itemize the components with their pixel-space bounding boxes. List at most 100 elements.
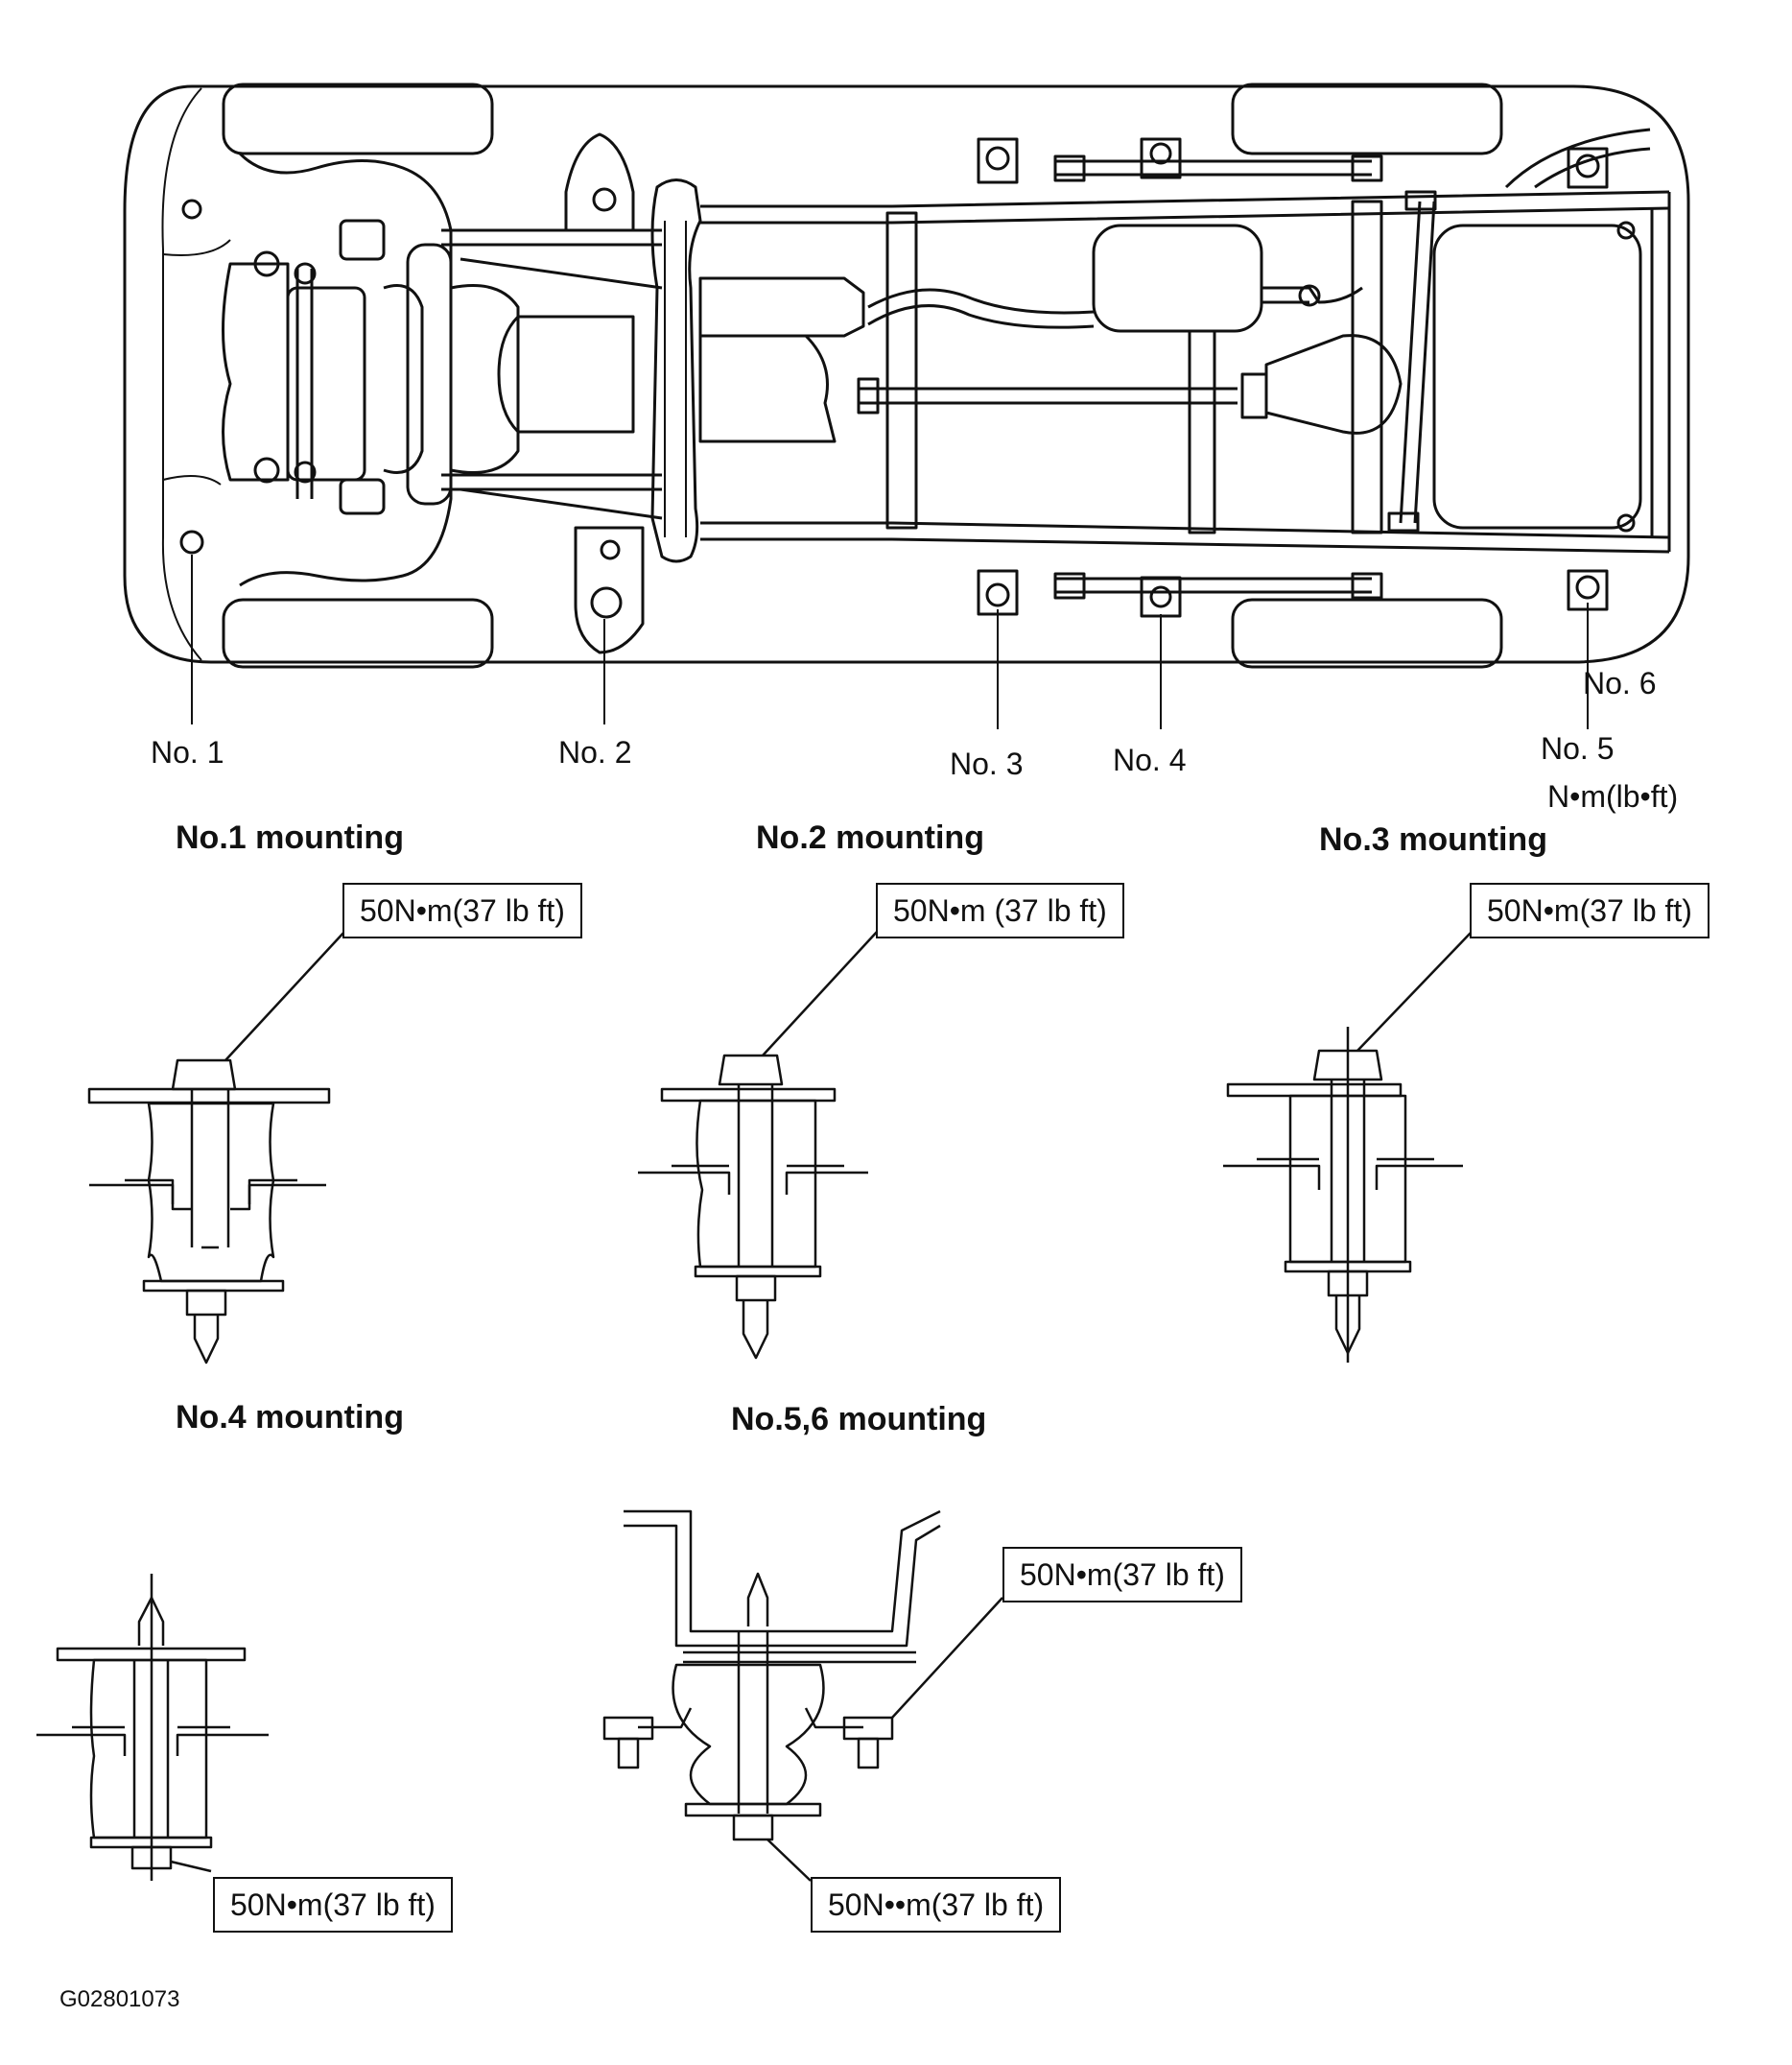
no56-mounting-title: No.5,6 mounting: [731, 1401, 987, 1437]
no3-mount-pad-top: [977, 137, 1019, 184]
no4-bolt-shaft: [132, 1660, 170, 1838]
no3-bolt-head: [1312, 1049, 1383, 1081]
rear-differential: [1264, 334, 1403, 435]
no56-lower-torque-spec: 50N••m(37 lb ft): [811, 1877, 1062, 1933]
no1-retainer: [125, 1178, 297, 1204]
no56-lower-torque-leader: [766, 1839, 812, 1882]
callout-no6: No. 6: [1583, 666, 1657, 700]
no2-mounting-title: No.2 mounting: [756, 819, 984, 856]
front-suspension-contour: [238, 152, 453, 587]
propeller-joint-rear: [1240, 372, 1268, 419]
front-link-joint-lower: [253, 457, 280, 484]
front-subframe-left: [222, 262, 290, 482]
no56-upper-plate: [683, 1650, 916, 1664]
side-rail-end-upper: [1053, 154, 1086, 182]
engine-block: [497, 315, 635, 434]
no2-mount-hole: [590, 586, 623, 619]
rear-frame-end: [1650, 192, 1671, 552]
no2-bottom-plate: [694, 1265, 822, 1278]
side-rail-lower: [1055, 577, 1372, 594]
no56-bolt-shaft: [737, 1631, 769, 1814]
no3-torque-spec: 50N•m(37 lb ft): [1470, 883, 1709, 938]
propeller-shaft: [859, 387, 1238, 405]
no1-mounting-title: No.1 mounting: [176, 819, 404, 856]
no1-lower-plate: [89, 1183, 326, 1211]
body-inner-line: [161, 87, 202, 661]
front-exhaust-pipe: [867, 288, 1095, 315]
callout-no4: No. 4: [1113, 743, 1187, 777]
front-link-joint-upper-2: [294, 262, 317, 285]
no5-mount-pad-top: [1567, 147, 1609, 189]
no56-mount-drawing: [602, 1509, 1003, 1882]
no56-mount-flange: [638, 1707, 863, 1729]
no2-cushion-body: [696, 1099, 817, 1269]
rear-bracket-bottom: [1387, 511, 1420, 533]
no4-mount-drawing: [36, 1574, 269, 1881]
side-rail-end-upper-2: [1351, 154, 1383, 182]
no2-bracket-small-hole: [600, 539, 621, 560]
no2-bracket-bottom: [574, 526, 645, 654]
muffler: [1092, 224, 1263, 333]
crossmember-c: [1351, 200, 1383, 534]
no56-upper-torque-leader: [891, 1597, 1003, 1719]
no1-torque-spec: 50N•m(37 lb ft): [342, 883, 582, 938]
no4-cushion-body: [89, 1658, 208, 1840]
no3-lower-plate: [1223, 1164, 1463, 1190]
no5-mount-hole: [1575, 575, 1600, 600]
torque-unit-label: N•m(lb•ft): [1547, 779, 1679, 814]
no56-lower-nut: [732, 1814, 774, 1841]
no3-mounting-title: No.3 mounting: [1319, 821, 1547, 858]
no56-upper-torque-spec: 50N•m(37 lb ft): [1002, 1547, 1242, 1602]
propeller-joint-front: [857, 377, 880, 415]
no2-bolt-shaft: [737, 1084, 774, 1267]
no1-bottom-plate: [142, 1279, 285, 1293]
no1-stud-tip: [193, 1315, 220, 1365]
callout-no1: No. 1: [151, 735, 224, 770]
tailpipe-hanger: [1298, 284, 1321, 307]
no3-stud-tip: [1334, 1295, 1361, 1355]
body-outline: [123, 84, 1690, 664]
front-hole-no1: [179, 530, 204, 555]
no2-torque-spec: 50N•m (37 lb ft): [876, 883, 1124, 938]
front-link-joint-upper: [253, 250, 280, 277]
tailpipe: [1261, 286, 1363, 304]
no1-bolt-shaft: [190, 1089, 230, 1249]
no4-stud-tip: [137, 1596, 165, 1646]
no2-torque-leader: [762, 930, 879, 1056]
figure-code: G02801073: [59, 1986, 180, 2012]
callout-no3: No. 3: [950, 747, 1024, 781]
no1-torque-leader: [224, 930, 346, 1061]
no56-body-bracket: [624, 1509, 941, 1648]
no1-upper-plate: [87, 1087, 331, 1104]
vehicle-underside: [123, 83, 1690, 729]
callout-no5: No. 5: [1541, 731, 1615, 766]
front-diff-lower: [339, 478, 386, 515]
no3-nut: [1327, 1270, 1369, 1297]
front-edge-contour: [162, 239, 231, 486]
no2-upper-plate: [660, 1087, 837, 1103]
no3-mount-drawing: [1223, 930, 1474, 1363]
no3-mount-hole-top: [985, 146, 1010, 171]
no5-mount-hole-top: [1575, 154, 1600, 178]
no4-mounting-title: No.4 mounting: [176, 1399, 404, 1436]
front-crossmember-a: [383, 284, 424, 474]
front-right-wheel: [222, 598, 494, 669]
front-left-wheel: [222, 83, 494, 155]
transmission-crossmember: [650, 178, 702, 563]
tank-corner-1: [1616, 221, 1636, 240]
no3-torque-leader: [1356, 930, 1474, 1052]
front-exhaust-pipe-2: [867, 304, 1095, 329]
no56-left-bolt-stud: [617, 1737, 640, 1769]
front-diff-housing: [339, 219, 386, 261]
side-rail-end-lower-2: [1351, 572, 1383, 600]
left-frame-rail: [700, 190, 1670, 225]
no4-mount-hole-top: [1149, 142, 1172, 165]
no56-stud-top: [746, 1572, 769, 1626]
transmission-case: [698, 276, 865, 338]
front-crossmember-b: [406, 243, 453, 506]
front-steering-link: [295, 269, 314, 499]
no56-bottom-plate: [684, 1802, 822, 1817]
no4-mount-hole: [1149, 585, 1172, 608]
no4-nut: [130, 1845, 173, 1870]
